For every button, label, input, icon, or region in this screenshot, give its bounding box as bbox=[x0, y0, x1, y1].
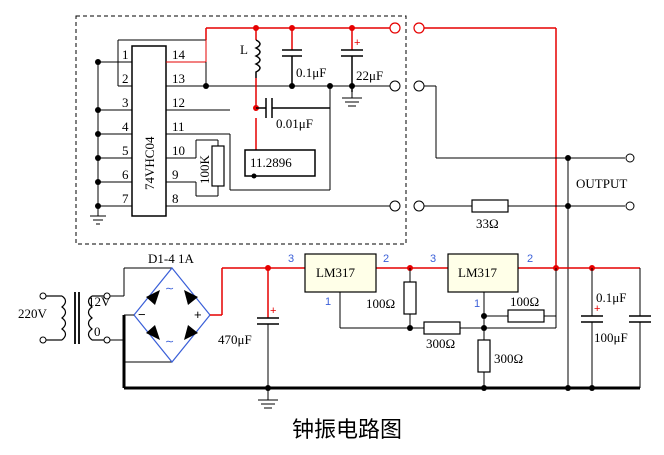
ic-74vhc04 bbox=[131, 45, 167, 217]
mains-label: 220V bbox=[18, 306, 48, 321]
output-terminal bbox=[625, 201, 635, 211]
r100b-label: 100Ω bbox=[510, 294, 539, 309]
terminal-vcc-b bbox=[413, 22, 425, 34]
pin-9: 9 bbox=[172, 167, 179, 182]
crystal bbox=[244, 149, 316, 177]
reg2-pin-in: 3 bbox=[430, 253, 436, 265]
gnd-out-terminal bbox=[625, 153, 635, 163]
pin-14: 14 bbox=[172, 47, 186, 62]
pin-12: 12 bbox=[172, 95, 185, 110]
main-ground-icon bbox=[258, 399, 278, 409]
pin-4: 4 bbox=[122, 119, 129, 134]
cap-ground-icon bbox=[342, 92, 362, 107]
reg1-pin-adj: 1 bbox=[325, 296, 331, 308]
ic-right-pin-numbers: 14 13 12 11 10 9 8 bbox=[172, 47, 186, 206]
inductor-label: L bbox=[240, 42, 248, 57]
r300a-label: 300Ω bbox=[426, 336, 455, 351]
mains-terminal-top bbox=[39, 292, 47, 300]
regulator-1 bbox=[304, 253, 377, 293]
svg-text:−: − bbox=[138, 307, 146, 322]
pin-6: 6 bbox=[122, 167, 129, 182]
pin-3: 3 bbox=[122, 95, 129, 110]
terminal-out-b bbox=[413, 200, 425, 212]
reg1-label: LM317 bbox=[316, 265, 356, 280]
pin-5: 5 bbox=[122, 143, 129, 158]
svg-text:+: + bbox=[594, 303, 600, 315]
svg-text:∼: ∼ bbox=[165, 282, 174, 295]
terminal-gnd-a bbox=[389, 80, 401, 92]
reg1-pin-in: 3 bbox=[288, 253, 294, 265]
secondary-zero: 0 bbox=[94, 324, 101, 339]
capacitor-0.1uf-icon bbox=[282, 49, 302, 86]
pin-7: 7 bbox=[122, 191, 129, 206]
diagram-title: 钟振电路图 bbox=[292, 418, 402, 443]
resistor-300-a bbox=[423, 321, 461, 335]
terminal-vcc-a bbox=[389, 22, 401, 34]
pin-13: 13 bbox=[172, 71, 185, 86]
svg-text:+: + bbox=[270, 305, 276, 317]
capacitor-out-0.1uf-icon bbox=[629, 268, 651, 388]
resistor-100k bbox=[211, 145, 225, 187]
resistor-300-b bbox=[477, 339, 491, 373]
reg2-pin-out: 2 bbox=[527, 253, 533, 265]
cap-out-100-label: 100μF bbox=[594, 330, 628, 345]
pin-8: 8 bbox=[172, 191, 179, 206]
cap-out-01-label: 0.1μF bbox=[596, 290, 626, 305]
capacitor-0.01uf-icon bbox=[256, 98, 330, 118]
cap-plus: + bbox=[354, 37, 360, 49]
regulator-2 bbox=[447, 253, 519, 293]
bridge-rectifier: − + ∼ ∼ bbox=[124, 267, 222, 363]
resistor-100-a bbox=[403, 281, 417, 315]
svg-text:∼: ∼ bbox=[165, 335, 174, 348]
module-ground-icon bbox=[90, 215, 106, 225]
pin-11: 11 bbox=[172, 119, 185, 134]
diode-label: D1-4 1A bbox=[148, 251, 194, 266]
cap-22-label: 22μF bbox=[356, 68, 383, 83]
capacitor-100uf-icon bbox=[581, 268, 603, 388]
output-label: OUTPUT bbox=[576, 176, 627, 191]
terminal-out-a bbox=[389, 200, 401, 212]
crystal-label: 11.2896 bbox=[250, 155, 292, 170]
r33-label: 33Ω bbox=[476, 216, 499, 231]
resistor-100-b bbox=[507, 309, 545, 323]
svg-text:+: + bbox=[194, 307, 202, 322]
r100k-label: 100K bbox=[197, 155, 212, 185]
ic-left-pin-numbers: 1 2 3 4 5 6 7 bbox=[122, 47, 129, 206]
inductor-icon bbox=[254, 39, 261, 78]
reg2-label: LM317 bbox=[458, 265, 498, 280]
r300b-label: 300Ω bbox=[494, 351, 523, 366]
pin-2: 2 bbox=[122, 71, 129, 86]
ic-name: 74VHC04 bbox=[142, 136, 157, 190]
cap-470-label: 470μF bbox=[218, 332, 252, 347]
oscillator-module-border bbox=[75, 15, 407, 245]
reg2-pin-adj: 1 bbox=[474, 298, 480, 310]
mains-terminal-bottom bbox=[39, 336, 47, 344]
pin-10: 10 bbox=[172, 143, 185, 158]
terminal-gnd-b bbox=[413, 80, 425, 92]
cap-01-label: 0.1μF bbox=[296, 65, 326, 80]
pin-1: 1 bbox=[122, 47, 129, 62]
resistor-33 bbox=[471, 199, 509, 213]
transformer-icon bbox=[46, 292, 104, 344]
cap-001-label: 0.01μF bbox=[276, 116, 313, 131]
reg1-pin-out: 2 bbox=[383, 253, 389, 265]
r100a-label: 100Ω bbox=[366, 296, 395, 311]
